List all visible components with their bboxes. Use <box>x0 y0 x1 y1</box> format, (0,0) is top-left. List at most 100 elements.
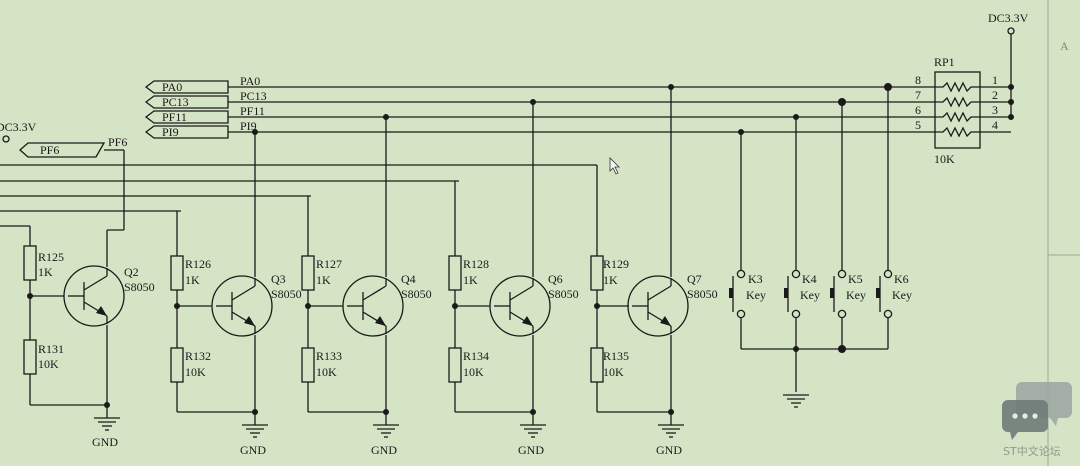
push-button-k4 <box>784 269 801 319</box>
transistor-stage-q4: R127 1K R133 10K Q4 S8050 GND <box>301 117 432 457</box>
junction-dot <box>838 98 846 106</box>
q2-gnd-label: GND <box>92 435 118 449</box>
ground-symbol-icon <box>783 394 809 408</box>
k4-label: Key <box>800 288 820 302</box>
net-ports: PA0 PC13 PF11 PI9 PA0 PC13 PF11 PI9 <box>144 74 267 139</box>
rp1-pin-3: 3 <box>992 103 998 117</box>
q6-type: S8050 <box>548 287 579 301</box>
q3-ref: Q3 <box>271 272 286 286</box>
junction-dot <box>793 114 799 120</box>
net-label-pi9: PI9 <box>240 119 257 133</box>
q3-rb-ref: R126 <box>185 257 211 271</box>
rp1-resistor-element <box>935 111 980 123</box>
pf6-port-label: PF6 <box>40 143 59 157</box>
junction-dot <box>884 83 892 91</box>
q4-rp-ref: R133 <box>316 349 342 363</box>
junction-dot <box>594 303 600 309</box>
push-button-k6 <box>876 269 893 319</box>
k5-ref: K5 <box>848 272 863 286</box>
junction-dot <box>104 402 110 408</box>
ground-symbol-icon <box>373 424 399 438</box>
junction-dot <box>668 409 674 415</box>
q2-rb-value: 1K <box>38 265 53 279</box>
watermark-text: ST中文论坛 <box>1003 444 1061 458</box>
transistor-stage-q3: R126 1K R132 10K Q3 S8050 GND <box>170 132 302 457</box>
k6-label: Key <box>892 288 912 302</box>
junction-dot <box>738 129 744 135</box>
junction-dot <box>174 303 180 309</box>
junction-dot <box>668 84 674 90</box>
net-port-pc13: PC13 <box>162 95 189 109</box>
junction-dot <box>1008 84 1014 90</box>
q6-rb-ref: R128 <box>463 257 489 271</box>
q7-rp-value: 10K <box>603 365 624 379</box>
k3-label: Key <box>746 288 766 302</box>
k4-ref: K4 <box>802 272 817 286</box>
rp1-pin-2: 2 <box>992 88 998 102</box>
transistor-symbol-q2 <box>63 265 125 327</box>
q7-type: S8050 <box>687 287 718 301</box>
q7-rb-ref: R129 <box>603 257 629 271</box>
junction-dot <box>252 409 258 415</box>
transistor-stage-q7: R129 1K R135 10K Q7 S8050 GND <box>590 87 718 457</box>
q6-ref: Q6 <box>548 272 563 286</box>
net-port-pf11: PF11 <box>162 110 187 124</box>
rp1-ref: RP1 <box>934 55 955 69</box>
junction-dot <box>793 346 799 352</box>
push-button-k5 <box>830 269 847 319</box>
rp1-pin-6: 6 <box>915 103 921 117</box>
power-label-left: DC3.3V <box>0 120 37 134</box>
transistor-symbol-q3 <box>211 275 273 337</box>
q7-rb-value: 1K <box>603 273 618 287</box>
q4-gnd-label: GND <box>371 443 397 457</box>
q4-rb-value: 1K <box>316 273 331 287</box>
q6-rp-ref: R134 <box>463 349 489 363</box>
q4-type: S8050 <box>401 287 432 301</box>
rp1-resistor-element <box>935 96 980 108</box>
pf6-port: PF6 PF6 <box>19 135 127 158</box>
q3-gnd-label: GND <box>240 443 266 457</box>
q6-rb-value: 1K <box>463 273 478 287</box>
junction-dot <box>383 114 389 120</box>
junction-dot <box>530 409 536 415</box>
q6-gnd-label: GND <box>518 443 544 457</box>
q3-rp-ref: R132 <box>185 349 211 363</box>
q4-rp-value: 10K <box>316 365 337 379</box>
watermark: ST中文论坛 <box>1002 382 1072 458</box>
q7-rp-ref: R135 <box>603 349 629 363</box>
ground-symbol-icon <box>520 424 546 438</box>
transistor-stage-q6: R128 1K R134 10K Q6 S8050 GND <box>448 102 579 457</box>
net-port-pa0: PA0 <box>162 80 182 94</box>
q3-rp-value: 10K <box>185 365 206 379</box>
k3-ref: K3 <box>748 272 763 286</box>
left-feed-wires <box>0 164 597 227</box>
bus-wires <box>228 86 935 133</box>
mouse-cursor-icon <box>609 157 620 175</box>
net-label-pf11: PF11 <box>240 104 265 118</box>
q2-ref: Q2 <box>124 265 139 279</box>
junction-dot <box>1008 114 1014 120</box>
transistor-symbol-q4 <box>342 275 404 337</box>
ground-symbol-icon <box>94 417 120 431</box>
junction-dot <box>305 303 311 309</box>
k6-ref: K6 <box>894 272 909 286</box>
rp1-pin-4: 4 <box>992 118 998 132</box>
rp1-pin-5: 5 <box>915 118 921 132</box>
chat-bubbles-icon <box>1002 382 1072 440</box>
k5-label: Key <box>846 288 866 302</box>
transistor-symbol-q7 <box>627 275 689 337</box>
junction-dot <box>27 293 33 299</box>
q6-rp-value: 10K <box>463 365 484 379</box>
transistor-symbol-q6 <box>489 275 551 337</box>
junction-dot <box>383 409 389 415</box>
push-button-k3 <box>729 269 746 319</box>
q2-rp-ref: R131 <box>38 342 64 356</box>
junction-dot <box>452 303 458 309</box>
zone-label: A <box>1060 39 1069 53</box>
net-label-pa0: PA0 <box>240 74 260 88</box>
q2-rp-value: 10K <box>38 357 59 371</box>
resistor-pack-rp1: RP1 10K 8 7 6 5 1 2 3 4 <box>915 55 1011 166</box>
q3-type: S8050 <box>271 287 302 301</box>
junction-dot <box>1008 99 1014 105</box>
